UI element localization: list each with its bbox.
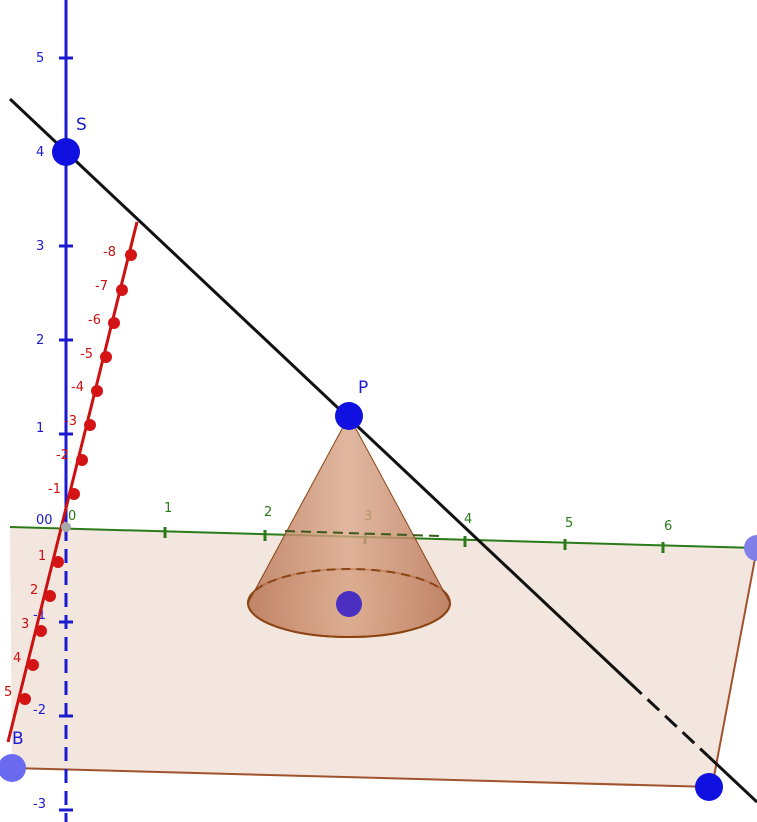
cone-base-front-edge [247,602,451,638]
y-tick-dot [84,419,96,431]
y-tick-dot [27,659,39,671]
cone-generatrix-left [247,415,350,604]
point-p[interactable] [335,402,363,430]
z-tick-label: 1 [36,421,44,436]
x-tick-label: 1 [164,501,172,516]
cone-base-center-point[interactable] [336,591,362,617]
line-sp-continued [706,754,757,804]
z-tick-label: 4 [36,145,44,160]
y-tick-label: 5 [4,685,12,700]
y-tick-dot [76,454,88,466]
x-axis-inside-cone [284,530,441,537]
plane-corner-point-bottom-right[interactable] [695,773,723,801]
line-sp-hidden [628,681,710,758]
y-tick-dot [44,590,56,602]
y-tick-label: -5 [80,347,93,362]
x-tick-label: 4 [464,512,472,527]
y-tick-label: -8 [103,245,116,260]
x-axis-ticks [163,527,665,553]
y-tick-label: -6 [88,313,101,328]
y-tick-dot [68,488,80,500]
plane-edge-right [711,547,757,788]
y-tick-label: 4 [13,651,21,666]
x-tick-label: 5 [565,516,573,531]
y-tick-dot [100,351,112,363]
z-tick-label: -2 [33,703,46,718]
y-axis [6,221,139,743]
y-tick-dot [35,625,47,637]
plane-corner-point-left[interactable] [0,754,26,782]
y-tick-label: 2 [30,583,38,598]
y-tick-dot [91,385,103,397]
y-tick-label: -1 [48,482,61,497]
y-tick-label: 0 [68,509,76,524]
point-b-label: B [12,729,24,749]
y-axis-ticks [19,249,137,705]
y-tick-dot [116,284,128,296]
y-tick-dot [19,693,31,705]
plane-corner-point-right[interactable] [744,535,757,561]
x-tick-label: 6 [664,519,672,534]
y-tick-label: -3 [64,414,77,429]
plane-edge-bottom [11,767,713,788]
y-tick-dot [52,556,64,568]
cone-surface [248,416,450,637]
origin-label: 00 [36,513,53,528]
origin-point[interactable] [61,522,71,532]
y-tick-label: 3 [21,617,29,632]
cone[interactable] [247,415,451,638]
z-tick-label: 3 [36,239,44,254]
y-tick-label: -2 [56,448,69,463]
line-sp[interactable] [8,97,632,685]
z-tick-label: 2 [36,333,44,348]
xy-plane[interactable] [10,527,757,787]
y-tick-label: -4 [71,380,84,395]
z-tick-label: 5 [36,51,44,66]
cone-base-hidden-edge [247,568,451,604]
z-tick-label: -3 [33,797,46,812]
point-s[interactable] [52,138,80,166]
y-tick-label: 1 [38,549,46,564]
y-tick-label: -7 [95,279,108,294]
point-s-label: S [76,115,87,135]
y-tick-dot [108,317,120,329]
y-tick-dot [125,249,137,261]
point-p-label: P [358,378,368,398]
x-tick-label: 2 [264,505,272,520]
cone-generatrix-right [348,415,451,604]
